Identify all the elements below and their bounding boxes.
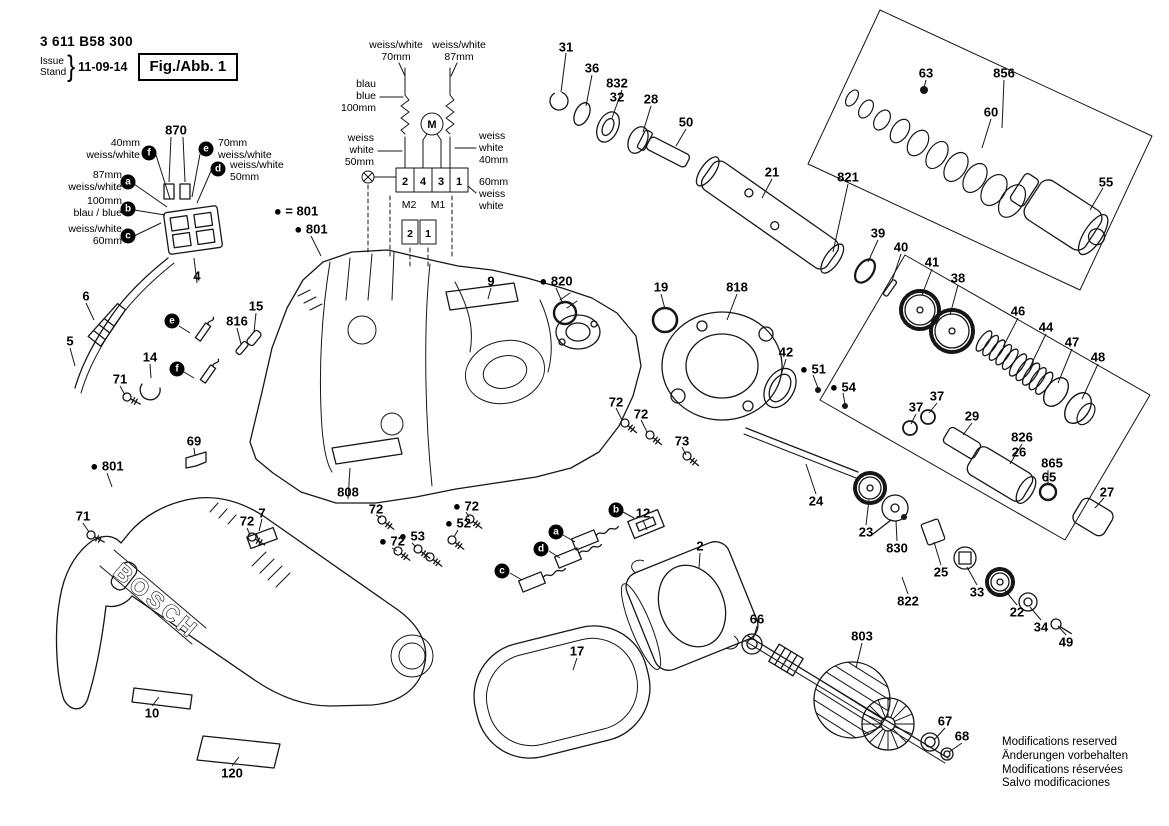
- chuck-sleeve-55: [1009, 173, 1109, 256]
- motor-letter: M: [427, 119, 436, 131]
- screw-49: [1050, 618, 1072, 635]
- plug-cell-2: 2: [407, 228, 413, 240]
- shaft-24: [745, 427, 859, 473]
- issue-date: 11-09-14: [78, 60, 128, 74]
- title-block: 3 611 B58 300 Issue Stand } 11-09-14 Fig…: [40, 34, 239, 83]
- label-plate-9: [445, 282, 519, 311]
- wire-label-weiss-50mm: weiss white 50mm: [344, 132, 374, 168]
- dowel-54: [842, 403, 848, 409]
- shaft-24-edge: [743, 433, 857, 479]
- bearing-flange-820: [555, 314, 601, 350]
- spindle-50: [636, 129, 691, 168]
- pin-816: [235, 340, 249, 356]
- nameplate-10: [131, 687, 193, 710]
- carbon-brush: [570, 525, 620, 551]
- legend-callout-c: c: [120, 228, 136, 244]
- legend-item-d: weiss/white 50mm: [230, 159, 284, 183]
- brush-holder-12: [627, 509, 665, 539]
- commutator: [768, 643, 804, 677]
- grease-dot-63: [920, 86, 928, 94]
- dowel-51: [815, 387, 821, 393]
- modification-notes: Modifications reserved Änderungen vorbeh…: [1002, 736, 1128, 791]
- field-coil-symbols: [400, 94, 455, 135]
- legend-item-c: weiss/white 60mm: [68, 223, 122, 247]
- bearing-block-33: [953, 546, 977, 570]
- trigger-switch: [110, 561, 138, 591]
- legend-callout-d: d: [210, 161, 226, 177]
- gasket-17: [473, 625, 651, 759]
- clip-14: [139, 383, 161, 401]
- terminal-cell-4: 1: [456, 176, 462, 188]
- terminal-cell-3: 3: [438, 176, 444, 188]
- hammer-tube-21: [695, 156, 845, 274]
- clip-69: [185, 451, 207, 469]
- brush-pin: [194, 316, 215, 342]
- cord-grommet: [87, 302, 127, 347]
- bracket-7: [246, 526, 278, 550]
- cap-27: [1072, 497, 1114, 537]
- m2-label: M2: [402, 199, 417, 211]
- housing-nose-cap: [390, 634, 434, 678]
- gear-housing: [249, 249, 642, 504]
- leader-lines: [69, 52, 1105, 767]
- legend-callout-b: b: [120, 201, 136, 217]
- figure-label: Fig./Abb. 1: [137, 53, 239, 81]
- part-sketches: [55, 86, 1114, 769]
- block-25: [920, 518, 946, 546]
- wire-label-70mm: weiss/white 70mm: [369, 39, 423, 63]
- wire-label-weiss-40mm: weiss white 40mm: [479, 130, 509, 166]
- document-number: 3 611 B58 300: [40, 34, 134, 49]
- hardware-sketches: [86, 89, 1096, 761]
- note-es: Salvo modificaciones: [1002, 777, 1111, 790]
- terminal-cell-2: 4: [420, 176, 427, 188]
- wiring-diagram: 2 4 3 1 M M2 M1 2 1: [361, 62, 477, 267]
- legend-callout-a: a: [120, 174, 136, 190]
- power-cord: [74, 257, 169, 389]
- legend-item-b: 100mm blau / blue: [73, 195, 122, 219]
- switch-module: [163, 205, 223, 255]
- label-plate-808: [331, 437, 403, 465]
- note-fr: Modifications réservées: [1002, 763, 1123, 776]
- carbon-brush: [517, 567, 567, 593]
- wire-label-60mm-weiss: 60mm weiss white: [479, 176, 509, 212]
- pin-15: [246, 329, 262, 347]
- terminal-cell-1: 2: [402, 176, 408, 188]
- legend-callout-e: e: [198, 141, 214, 157]
- brush-pin: [199, 358, 220, 384]
- cylinder-26: [966, 446, 1037, 505]
- plug-contact: [419, 219, 437, 245]
- circlip-31: [549, 91, 569, 111]
- label-plate-120: [196, 735, 281, 769]
- wire-label-87mm: weiss/white 87mm: [432, 39, 486, 63]
- legend-item-f: 40mm weiss/white: [86, 137, 140, 161]
- issue-label: Issue: [40, 55, 64, 67]
- crank-830: [872, 494, 909, 535]
- assembly-group-frames: [807, 9, 1153, 541]
- pin-40: [882, 279, 898, 297]
- motor-housing: [55, 497, 427, 710]
- stator-2: [620, 541, 759, 671]
- stand-label: Stand: [40, 67, 67, 78]
- terminal-pin: [163, 183, 175, 200]
- legend-item-a: 87mm weiss/white: [68, 169, 122, 193]
- brace-glyph: }: [67, 49, 76, 84]
- carbon-brush: [553, 543, 603, 569]
- note-en: Modifications reserved: [1002, 736, 1118, 748]
- legend-item-e: 70mm weiss/white: [218, 137, 272, 161]
- wire-label-blau-100mm: blau blue 100mm: [340, 78, 376, 114]
- legend-callout-f: f: [141, 145, 157, 161]
- armature-shaft-edge: [744, 640, 946, 764]
- intermediate-flange-818: [661, 311, 783, 421]
- m1-label: M1: [431, 199, 446, 211]
- terminal-pin: [179, 183, 191, 200]
- note-de: Änderungen vorbehalten: [1002, 749, 1128, 762]
- brand-logo: BOSCH: [109, 558, 205, 644]
- plug-contact: [401, 219, 419, 245]
- motor-symbol: [420, 112, 444, 136]
- issue-stand-label: Issue Stand: [40, 56, 66, 79]
- plug-cell-1: 1: [425, 228, 431, 240]
- piston-29: [942, 426, 982, 460]
